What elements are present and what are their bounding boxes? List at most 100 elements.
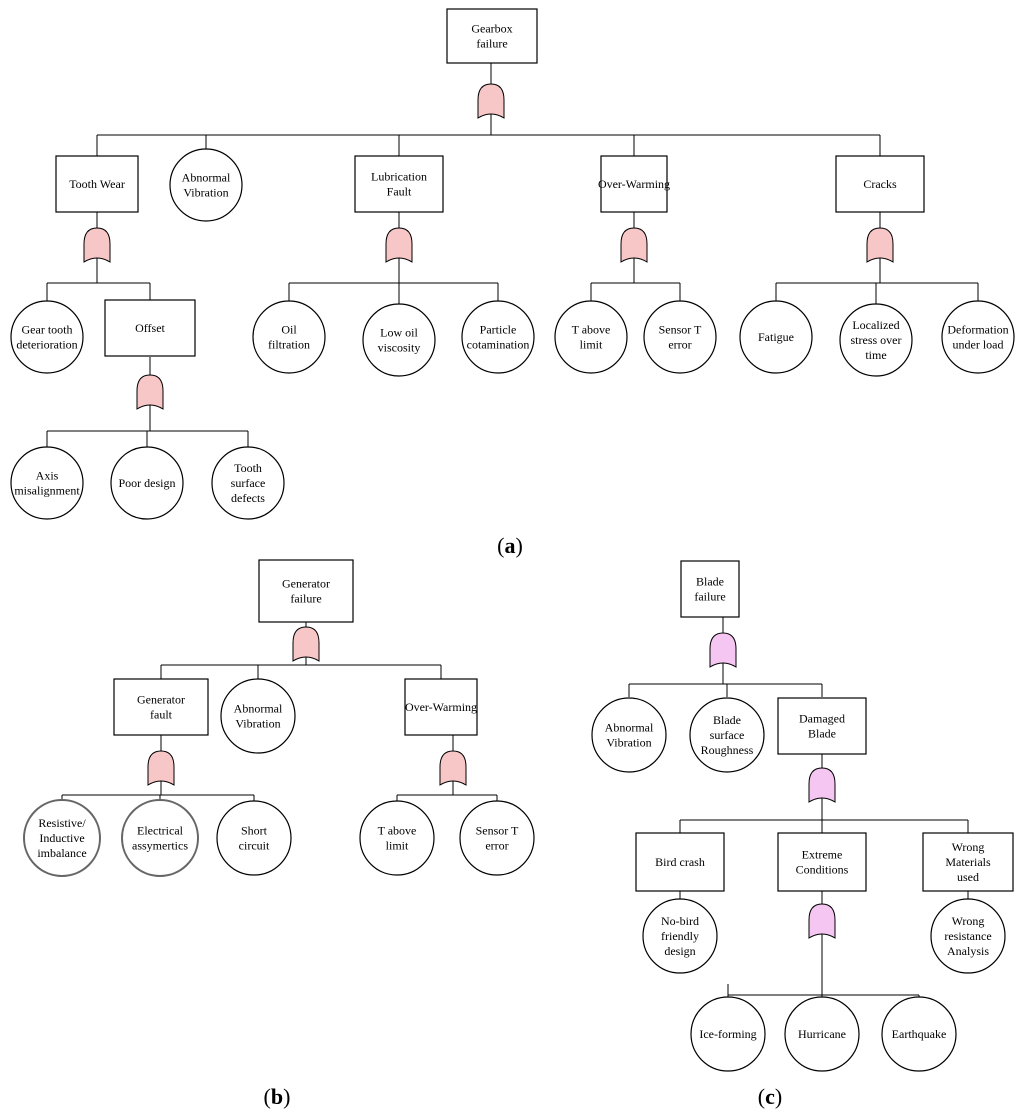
sensor-t-error-node-b bbox=[459, 800, 535, 876]
panel-label-close: ) bbox=[516, 533, 523, 558]
t-above-limit-node-a bbox=[554, 300, 628, 374]
gate-offset bbox=[136, 374, 164, 410]
sensor-t-error-node-a bbox=[643, 300, 717, 374]
gate-generator-fault bbox=[147, 750, 175, 786]
tooth-wear-node bbox=[55, 155, 139, 213]
ice-forming-node-label: Ice-forming bbox=[699, 1027, 756, 1041]
earthquake-node bbox=[881, 996, 957, 1072]
damaged-blade-node bbox=[777, 697, 867, 755]
gate-damaged-blade bbox=[808, 767, 836, 803]
fatigue-node bbox=[739, 300, 813, 374]
abnormal-vibration-node-b bbox=[220, 678, 296, 754]
gear-tooth-deterioration-node bbox=[10, 300, 84, 374]
oil-filtration-node bbox=[252, 300, 326, 374]
earthquake-node-label: Earthquake bbox=[892, 1027, 947, 1041]
gate-lubrication bbox=[385, 227, 413, 263]
offset-node bbox=[104, 299, 196, 357]
wrong-resistance-analysis-node bbox=[930, 898, 1006, 974]
panel-label-open: ( bbox=[497, 533, 504, 558]
blade-surface-roughness-node bbox=[689, 697, 765, 773]
wrong-materials-node bbox=[922, 832, 1014, 892]
gate-overwarming-a bbox=[620, 227, 648, 263]
abnormal-vibration-node-c bbox=[591, 697, 667, 773]
electrical-asymmetries-node bbox=[121, 799, 199, 877]
hurricane-node bbox=[784, 996, 860, 1072]
low-oil-viscosity-node bbox=[362, 303, 436, 377]
lubrication-fault-node bbox=[354, 155, 444, 213]
panel-label-letter: b bbox=[271, 1084, 283, 1109]
over-warming-node-a-label: Over-Warming bbox=[598, 177, 670, 191]
localized-stress-node bbox=[839, 303, 913, 377]
bird-crash-node bbox=[635, 832, 725, 892]
gearbox-failure-node bbox=[446, 8, 538, 64]
abnormal-vibration-node-a bbox=[169, 148, 243, 222]
panel-label-open: ( bbox=[758, 1084, 765, 1109]
resistive-imbalance-node bbox=[23, 799, 101, 877]
offset-node-label: Offset bbox=[135, 321, 165, 335]
gate-overwarming-b bbox=[439, 750, 467, 786]
panel-label-c: (c) bbox=[758, 1084, 782, 1109]
panel-label-a: (a) bbox=[497, 533, 523, 558]
blade-failure-node bbox=[680, 560, 740, 618]
tooth-wear-node-label: Tooth Wear bbox=[69, 177, 125, 191]
gate-blade bbox=[709, 632, 737, 668]
extreme-conditions-node bbox=[777, 832, 867, 892]
cracks-node bbox=[835, 155, 925, 213]
gate-generator bbox=[292, 626, 320, 662]
panel-label-b: (b) bbox=[264, 1084, 291, 1109]
gate-gearbox bbox=[477, 83, 505, 119]
fatigue-node-label: Fatigue bbox=[758, 330, 794, 344]
over-warming-node-a bbox=[600, 155, 668, 213]
axis-misalignment-node bbox=[10, 446, 84, 520]
gate-cracks bbox=[866, 227, 894, 263]
panel-label-letter: c bbox=[765, 1084, 775, 1109]
generator-failure-node bbox=[258, 559, 354, 623]
poor-design-node-label: Poor design bbox=[119, 476, 176, 490]
deformation-under-load-node bbox=[941, 300, 1015, 374]
logic-gates bbox=[83, 83, 894, 939]
panel-label-close: ) bbox=[775, 1084, 782, 1109]
panel-label-open: ( bbox=[264, 1084, 271, 1109]
poor-design-node bbox=[110, 446, 184, 520]
hurricane-node-label: Hurricane bbox=[798, 1027, 846, 1041]
t-above-limit-node-b bbox=[359, 800, 435, 876]
panel-labels: (a)(b)(c) bbox=[264, 533, 783, 1109]
gate-tooth-wear bbox=[83, 227, 111, 263]
tooth-surface-defects-node bbox=[211, 446, 285, 520]
bird-crash-node-label: Bird crash bbox=[655, 855, 705, 869]
no-bird-friendly-design-node bbox=[642, 898, 718, 974]
panel-label-letter: a bbox=[505, 533, 516, 558]
ice-forming-node bbox=[690, 996, 766, 1072]
short-circuit-node bbox=[216, 800, 292, 876]
